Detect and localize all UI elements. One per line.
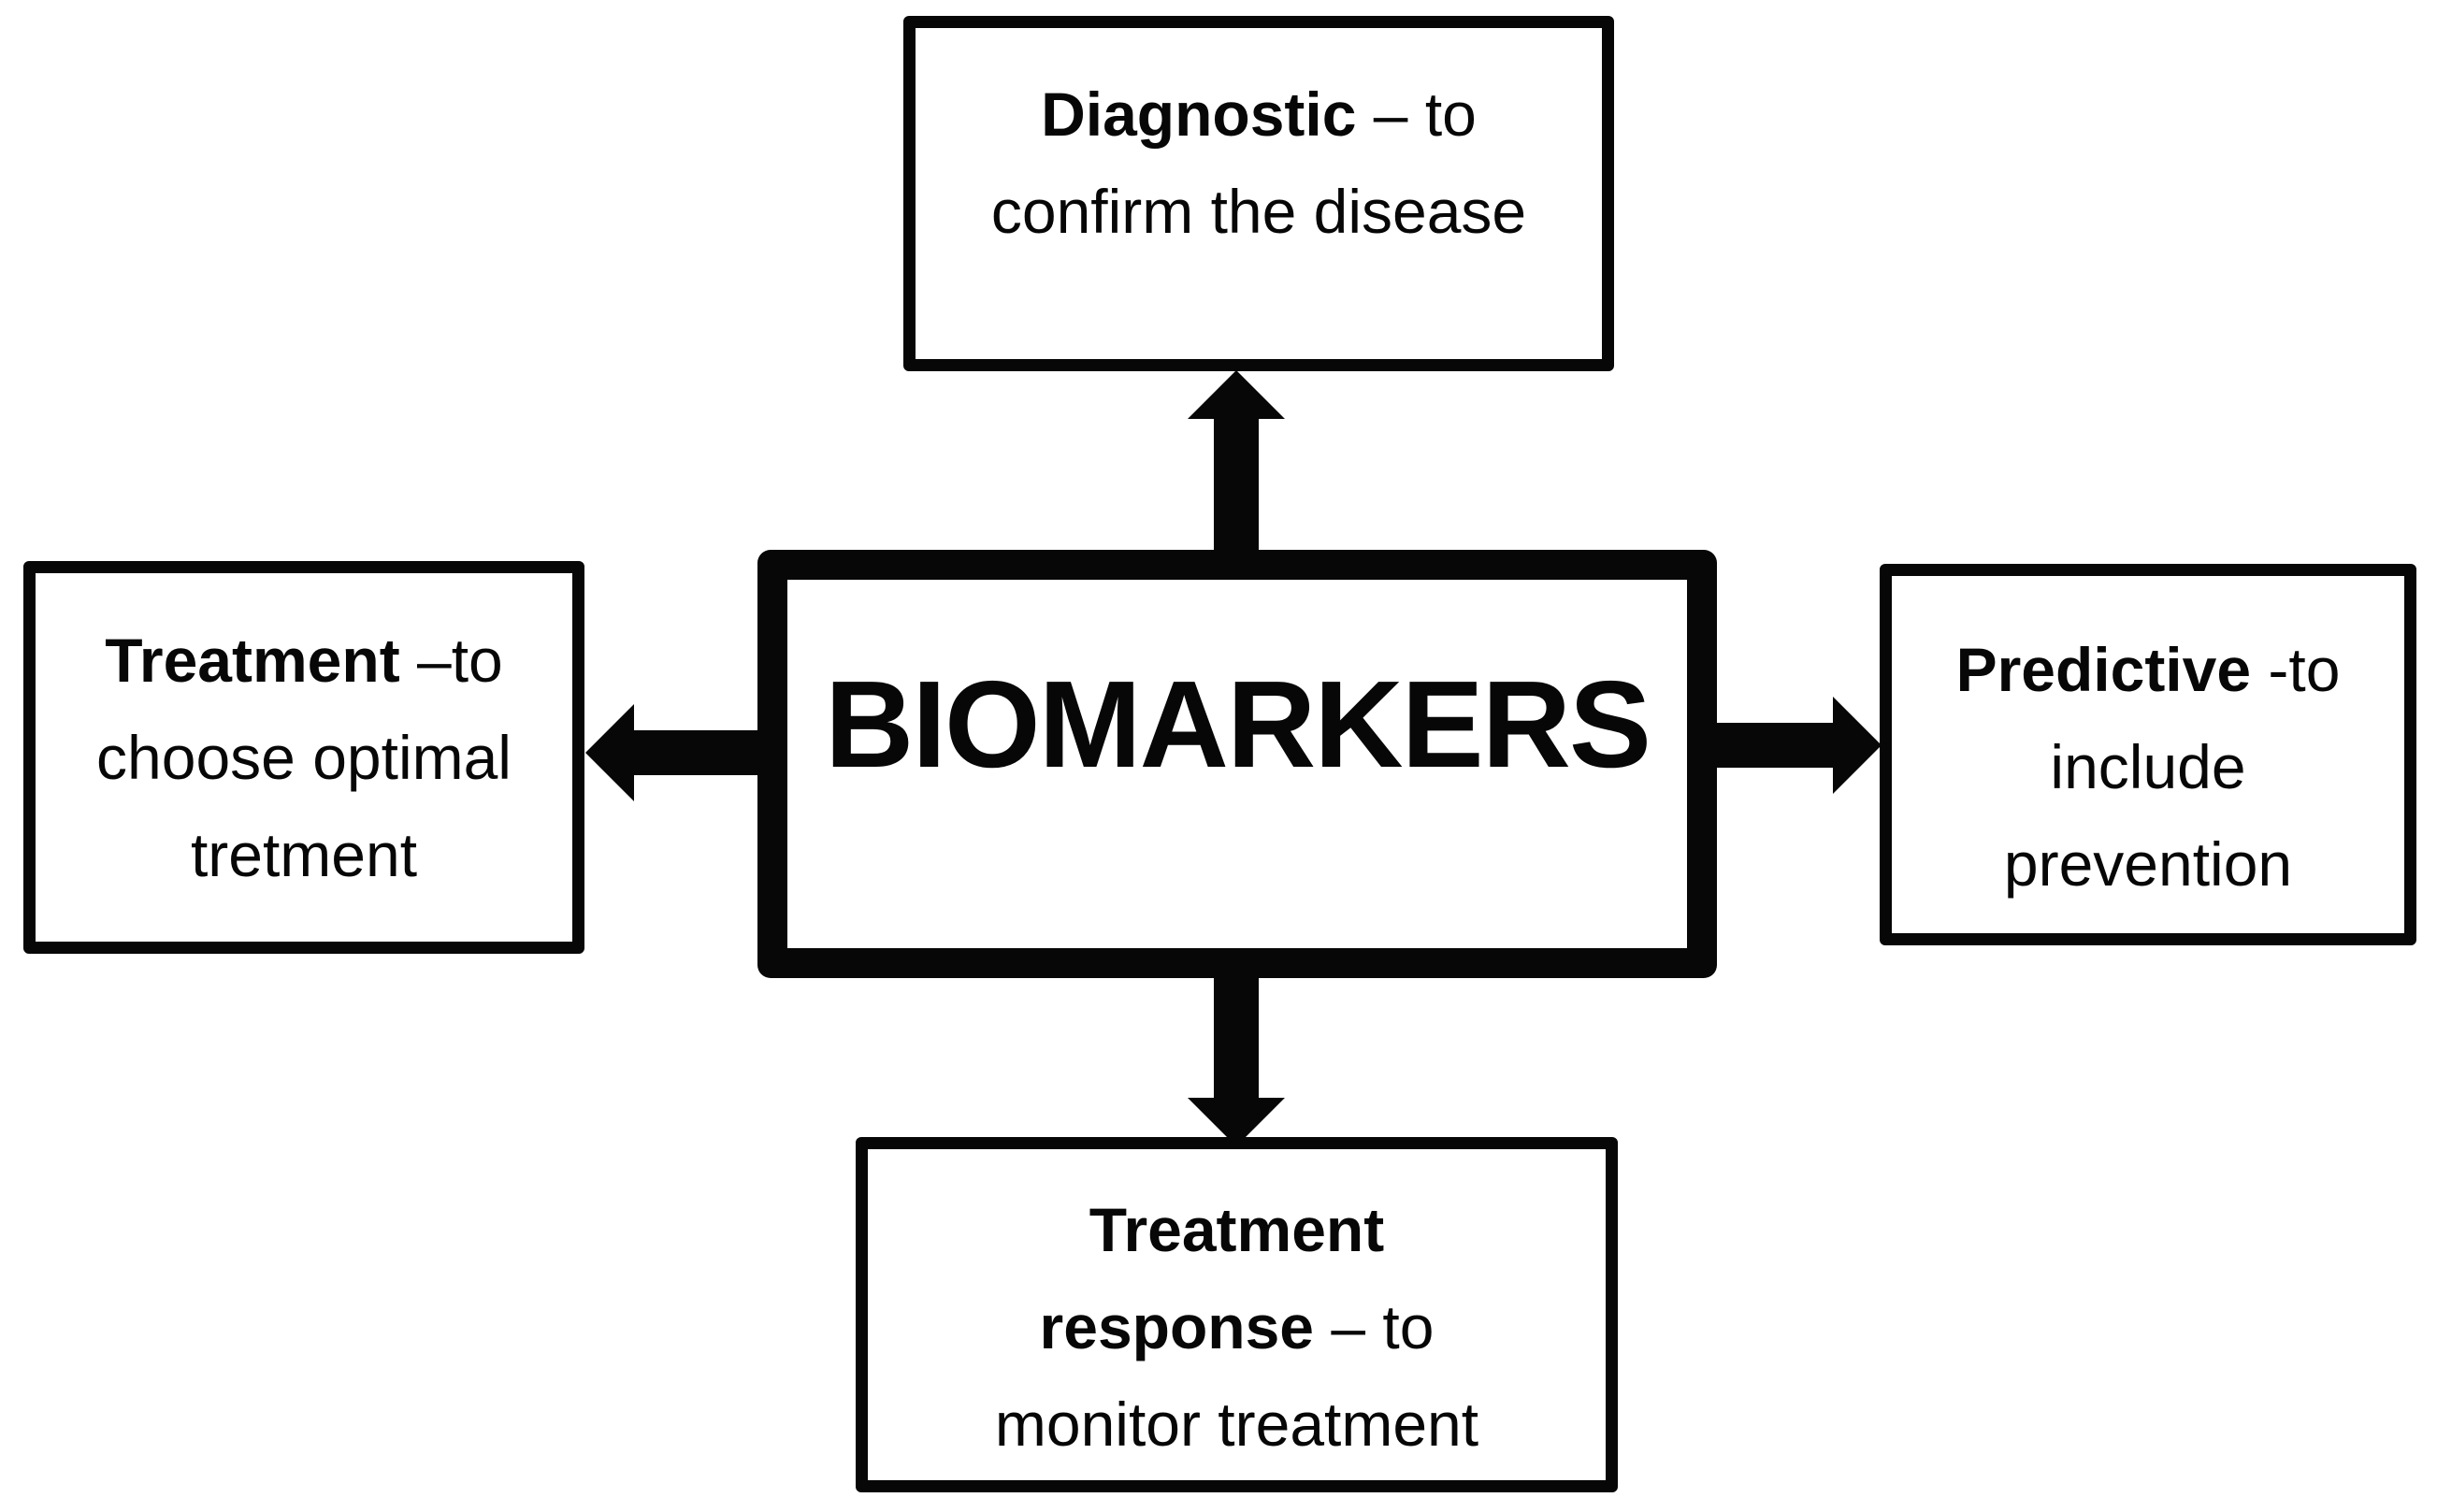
arrow-shaft (634, 730, 759, 775)
treatment-response-line2: response – to (1040, 1278, 1435, 1375)
treatment-suffix: –to (399, 626, 503, 695)
treatment-response-line3: monitor treatment (994, 1389, 1479, 1459)
connector-arrow-up-icon (1188, 370, 1285, 557)
arrow-shaft (1214, 972, 1259, 1098)
arrow-shaft (1214, 419, 1259, 557)
predictive-term: Predictive (1955, 635, 2252, 704)
treatment-response-suffix: – to (1314, 1291, 1435, 1361)
treatment-response-box: Treatment response – to monitor treatmen… (856, 1137, 1618, 1492)
predictive-suffix: -to (2251, 635, 2341, 704)
diagnostic-term: Diagnostic (1041, 79, 1357, 149)
treatment-response-term: response (1039, 1291, 1315, 1361)
treatment-response-line1: Treatment (1089, 1194, 1385, 1264)
predictive-line2: include (2050, 732, 2246, 801)
predictive-box: Predictive -to include prevention (1880, 564, 2416, 945)
connector-arrow-down-icon (1188, 972, 1285, 1146)
diagnostic-line2: confirm the disease (990, 177, 1527, 246)
treatment-line3: tretment (190, 820, 418, 889)
treatment-line2: choose optimal (96, 723, 512, 792)
biomarkers-title: BIOMARKERS (824, 655, 1651, 793)
arrowhead-right-icon (1833, 697, 1882, 794)
treatment-term: Treatment (105, 626, 400, 695)
diagnostic-line1: Diagnostic – to (1041, 65, 1477, 163)
arrowhead-left-icon (585, 704, 634, 801)
arrowhead-up-icon (1188, 370, 1285, 419)
arrow-shaft (1713, 723, 1833, 768)
biomarkers-center-box: BIOMARKERS (757, 550, 1717, 978)
diagnostic-suffix: – to (1356, 79, 1477, 149)
diagnostic-box: Diagnostic – to confirm the disease (903, 16, 1614, 371)
treatment-box: Treatment –to choose optimal tretment (23, 561, 584, 954)
predictive-line3: prevention (2003, 829, 2293, 899)
connector-arrow-right-icon (1713, 697, 1882, 794)
connector-arrow-left-icon (585, 704, 759, 801)
predictive-line1: Predictive -to (1956, 621, 2341, 718)
treatment-line1: Treatment –to (105, 612, 503, 709)
